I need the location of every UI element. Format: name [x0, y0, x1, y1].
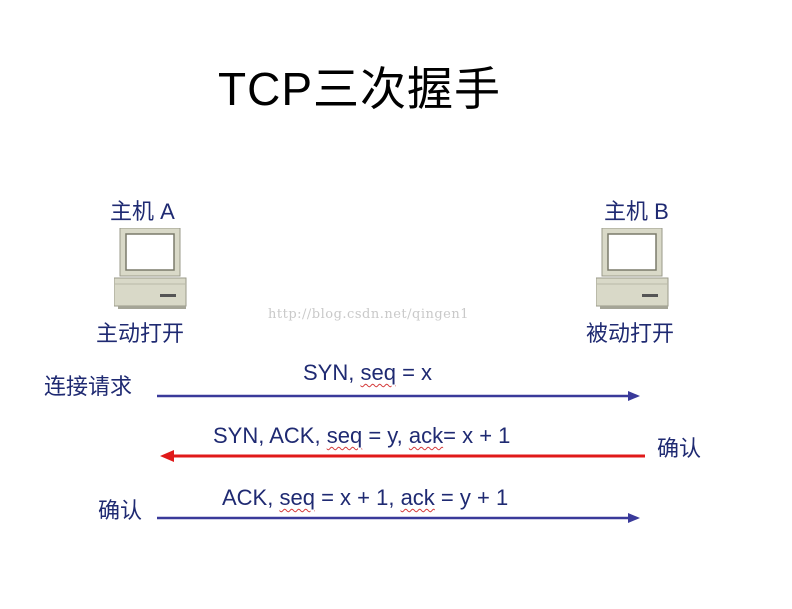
step3-msg-mid: = x + 1,: [314, 485, 401, 510]
step2-message: SYN, ACK, seq = y, ack= x + 1: [213, 425, 510, 447]
step1-message: SYN, seq = x: [303, 362, 432, 384]
page-title: TCP三次握手: [218, 63, 501, 115]
computer-icon: [596, 228, 669, 309]
computer-icon: [114, 228, 187, 309]
step3-side-label: 确认: [98, 498, 143, 523]
host-a-label: 主机 A: [110, 199, 175, 224]
step2-ack: ack: [408, 423, 444, 448]
step2-msg-pre: SYN, ACK,: [213, 423, 327, 448]
host-b-label: 主机 B: [604, 199, 669, 224]
step1-msg-pre: SYN,: [303, 360, 361, 385]
watermark: http://blog.csdn.net/qingen1: [268, 307, 470, 322]
step3-msg-post: = y + 1: [434, 485, 509, 510]
syn-arrowhead: [628, 391, 640, 401]
step3-ack: ack: [400, 485, 435, 510]
syn-ack-arrowhead: [160, 450, 174, 462]
step2-msg-mid: = y,: [362, 423, 409, 448]
step1-seq: seq: [360, 360, 396, 385]
step3-message: ACK, seq = x + 1, ack = y + 1: [222, 487, 508, 509]
host-b-mode: 被动打开: [586, 321, 675, 346]
step3-msg-pre: ACK,: [222, 485, 280, 510]
step3-seq: seq: [279, 485, 315, 510]
ack-arrowhead: [628, 513, 640, 523]
step1-msg-mid: = x: [395, 360, 433, 385]
step2-seq: seq: [326, 423, 363, 448]
step1-side-label: 连接请求: [44, 374, 133, 399]
step2-side-label: 确认: [657, 436, 702, 461]
step2-msg-post: = x + 1: [443, 423, 511, 448]
host-a-mode: 主动打开: [96, 321, 185, 346]
